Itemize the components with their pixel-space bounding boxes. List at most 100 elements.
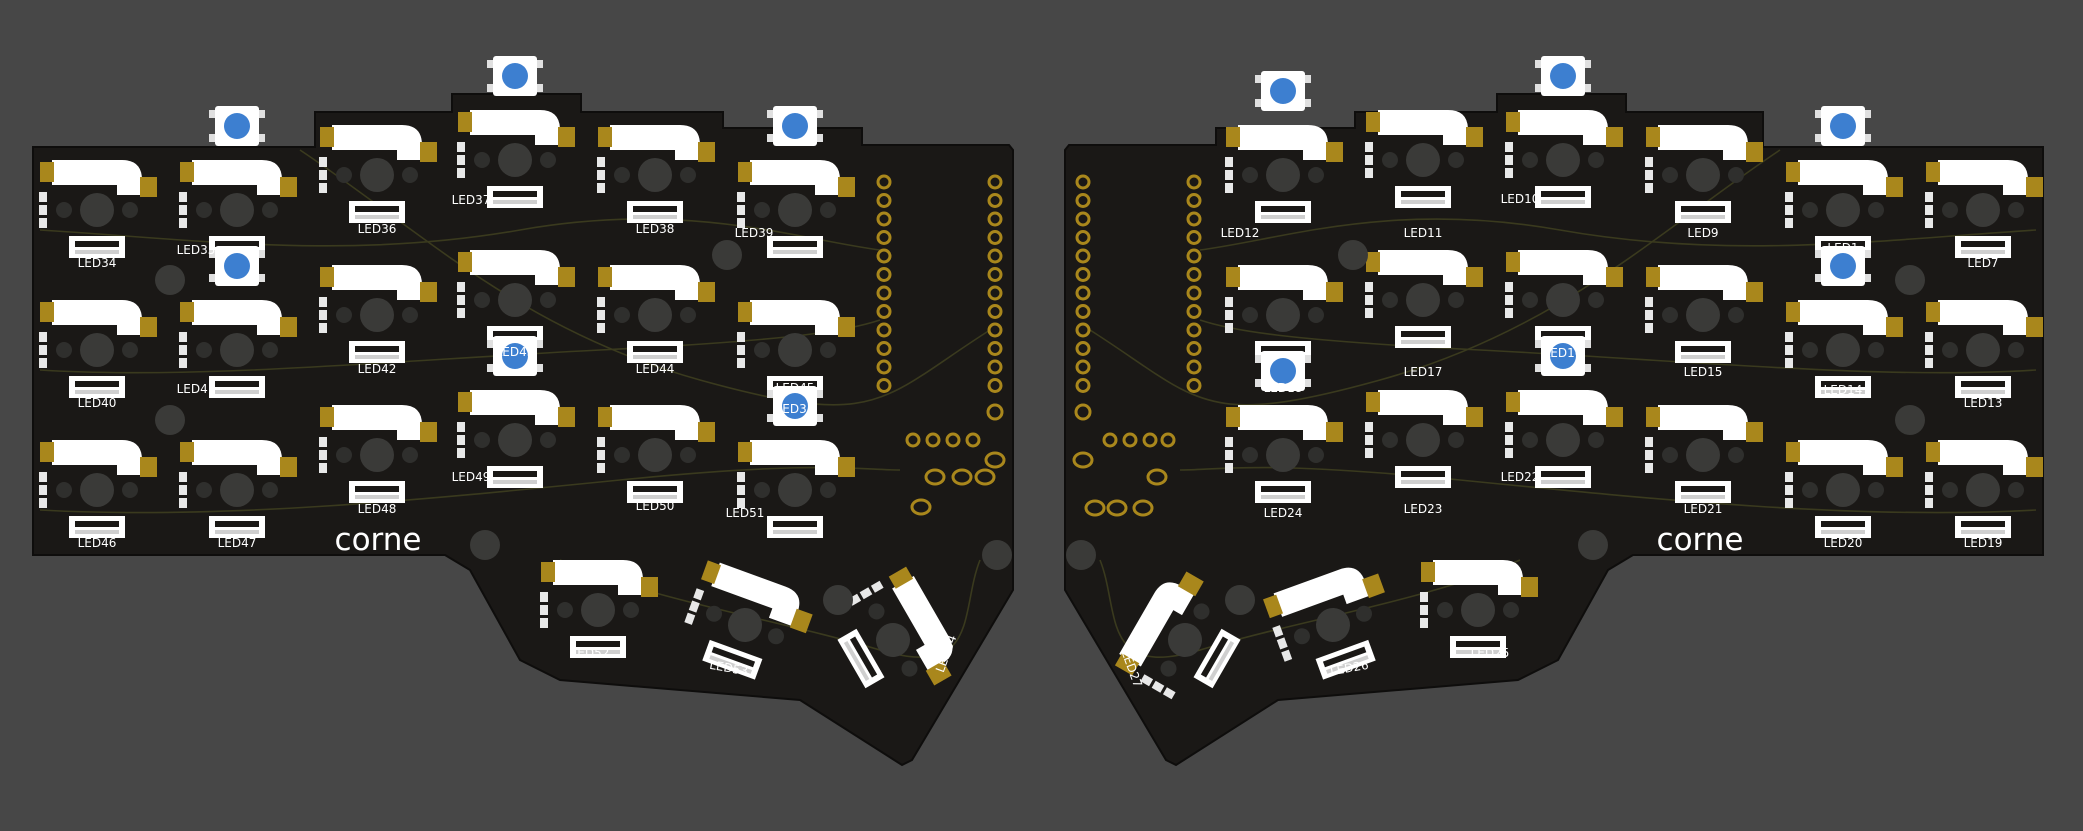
reset-pad [1146, 468, 1168, 486]
copper-trace [1199, 218, 2037, 251]
switch-peg-hole [1942, 342, 1958, 358]
rgb-led [1535, 56, 1591, 96]
led-window [1541, 471, 1585, 477]
rgb-led [767, 106, 823, 146]
solder-pad [1226, 127, 1240, 147]
led-label: LED13 [1964, 396, 2003, 410]
header-pad [1186, 267, 1202, 282]
switch-hole [1966, 193, 2000, 227]
diode-pad [1645, 170, 1653, 180]
diode-pad [597, 183, 605, 193]
rgb-led-pin [1255, 75, 1261, 83]
led-lens [1681, 355, 1725, 359]
diode-pad [737, 332, 745, 342]
switch-peg-hole [1868, 482, 1884, 498]
header-pad [876, 304, 892, 319]
diode-pad [179, 498, 187, 508]
diode-pad [1281, 649, 1293, 662]
solder-pad [1746, 282, 1763, 302]
diode-pad [597, 170, 605, 180]
header-pad [987, 322, 1003, 338]
diode-pad [39, 498, 47, 508]
diode-pad [1645, 157, 1653, 167]
switch-peg-hole [1588, 432, 1604, 448]
diode-pad [1225, 170, 1233, 180]
header-pad [876, 285, 892, 301]
switch-peg-hole [1293, 628, 1310, 645]
diode-pad [1140, 674, 1154, 687]
left-brand-logo: corne [335, 522, 422, 558]
rgb-led-pin [537, 340, 543, 348]
diode-pad [1225, 297, 1233, 307]
led-label: LED49 [452, 470, 491, 484]
header-pad [1186, 378, 1202, 393]
switch-peg-hole [1242, 167, 1258, 183]
diode-pad [693, 588, 705, 601]
rgb-led-pin [487, 60, 493, 68]
mounting-hole [1066, 540, 1096, 570]
header-pad [1075, 174, 1091, 190]
hotswap-socket [1119, 582, 1195, 667]
solder-pad [280, 177, 297, 197]
hotswap-socket [192, 160, 282, 195]
solder-pad [738, 442, 752, 462]
led-lens [75, 390, 119, 394]
rgb-led-pin [1255, 99, 1261, 107]
diode-pad [39, 358, 47, 368]
diode-pad [1925, 205, 1933, 215]
switch-footprint [39, 300, 157, 398]
led-label: LED26 [1329, 658, 1370, 679]
right-brand-logo: corne [1657, 522, 1744, 558]
solder-pad [738, 302, 752, 322]
hotswap-socket [1238, 125, 1328, 160]
led-lens [1821, 390, 1865, 394]
led-lens [633, 355, 677, 359]
led-lens [1541, 480, 1585, 484]
solder-pad [1466, 407, 1483, 427]
switch-peg-hole [262, 482, 278, 498]
switch-peg-hole [1193, 603, 1210, 620]
solder-pad [541, 562, 555, 582]
switch-peg-hole [336, 447, 352, 463]
diode-pad [737, 205, 745, 215]
hotswap-socket [470, 110, 560, 145]
solder-pad [1646, 407, 1660, 427]
diode-pad [1365, 282, 1373, 292]
rgb-led-pin [817, 110, 823, 118]
hotswap-socket [1798, 160, 1888, 195]
diode-pad [1785, 345, 1793, 355]
led-label: LED34 [78, 256, 117, 270]
header-pad [905, 432, 921, 448]
solder-pad [1786, 302, 1800, 322]
switch-hole [1546, 143, 1580, 177]
diode-pad [1925, 192, 1933, 202]
header-pad [987, 359, 1003, 375]
led-window [1541, 331, 1585, 337]
solder-pad [1886, 317, 1903, 337]
led-label: LED1 [1827, 241, 1858, 255]
hotswap-socket [892, 576, 953, 672]
diode-pad [1420, 605, 1428, 615]
led-window [773, 381, 817, 387]
solder-pad [180, 442, 194, 462]
switch-hole [220, 333, 254, 367]
diode-pad [1420, 592, 1428, 602]
header-pad [1075, 322, 1091, 338]
hotswap-socket [711, 562, 800, 627]
rgb-led-pin [1535, 60, 1541, 68]
switch-hole [638, 158, 672, 192]
switch-peg-hole [56, 202, 72, 218]
switch-footprint [1925, 440, 2043, 538]
switch-footprint [597, 125, 715, 223]
header-pad [925, 432, 941, 448]
rgb-led-lens [224, 253, 250, 279]
led-window [75, 381, 119, 387]
rgb-led-pin [1255, 379, 1261, 387]
hotswap-socket [610, 125, 700, 160]
switch-hole [1266, 158, 1300, 192]
switch-footprint [1365, 110, 1483, 208]
solder-pad [1646, 127, 1660, 147]
rgb-led-pin [487, 84, 493, 92]
diode-pad [1785, 332, 1793, 342]
switch-footprint [1505, 56, 1623, 208]
